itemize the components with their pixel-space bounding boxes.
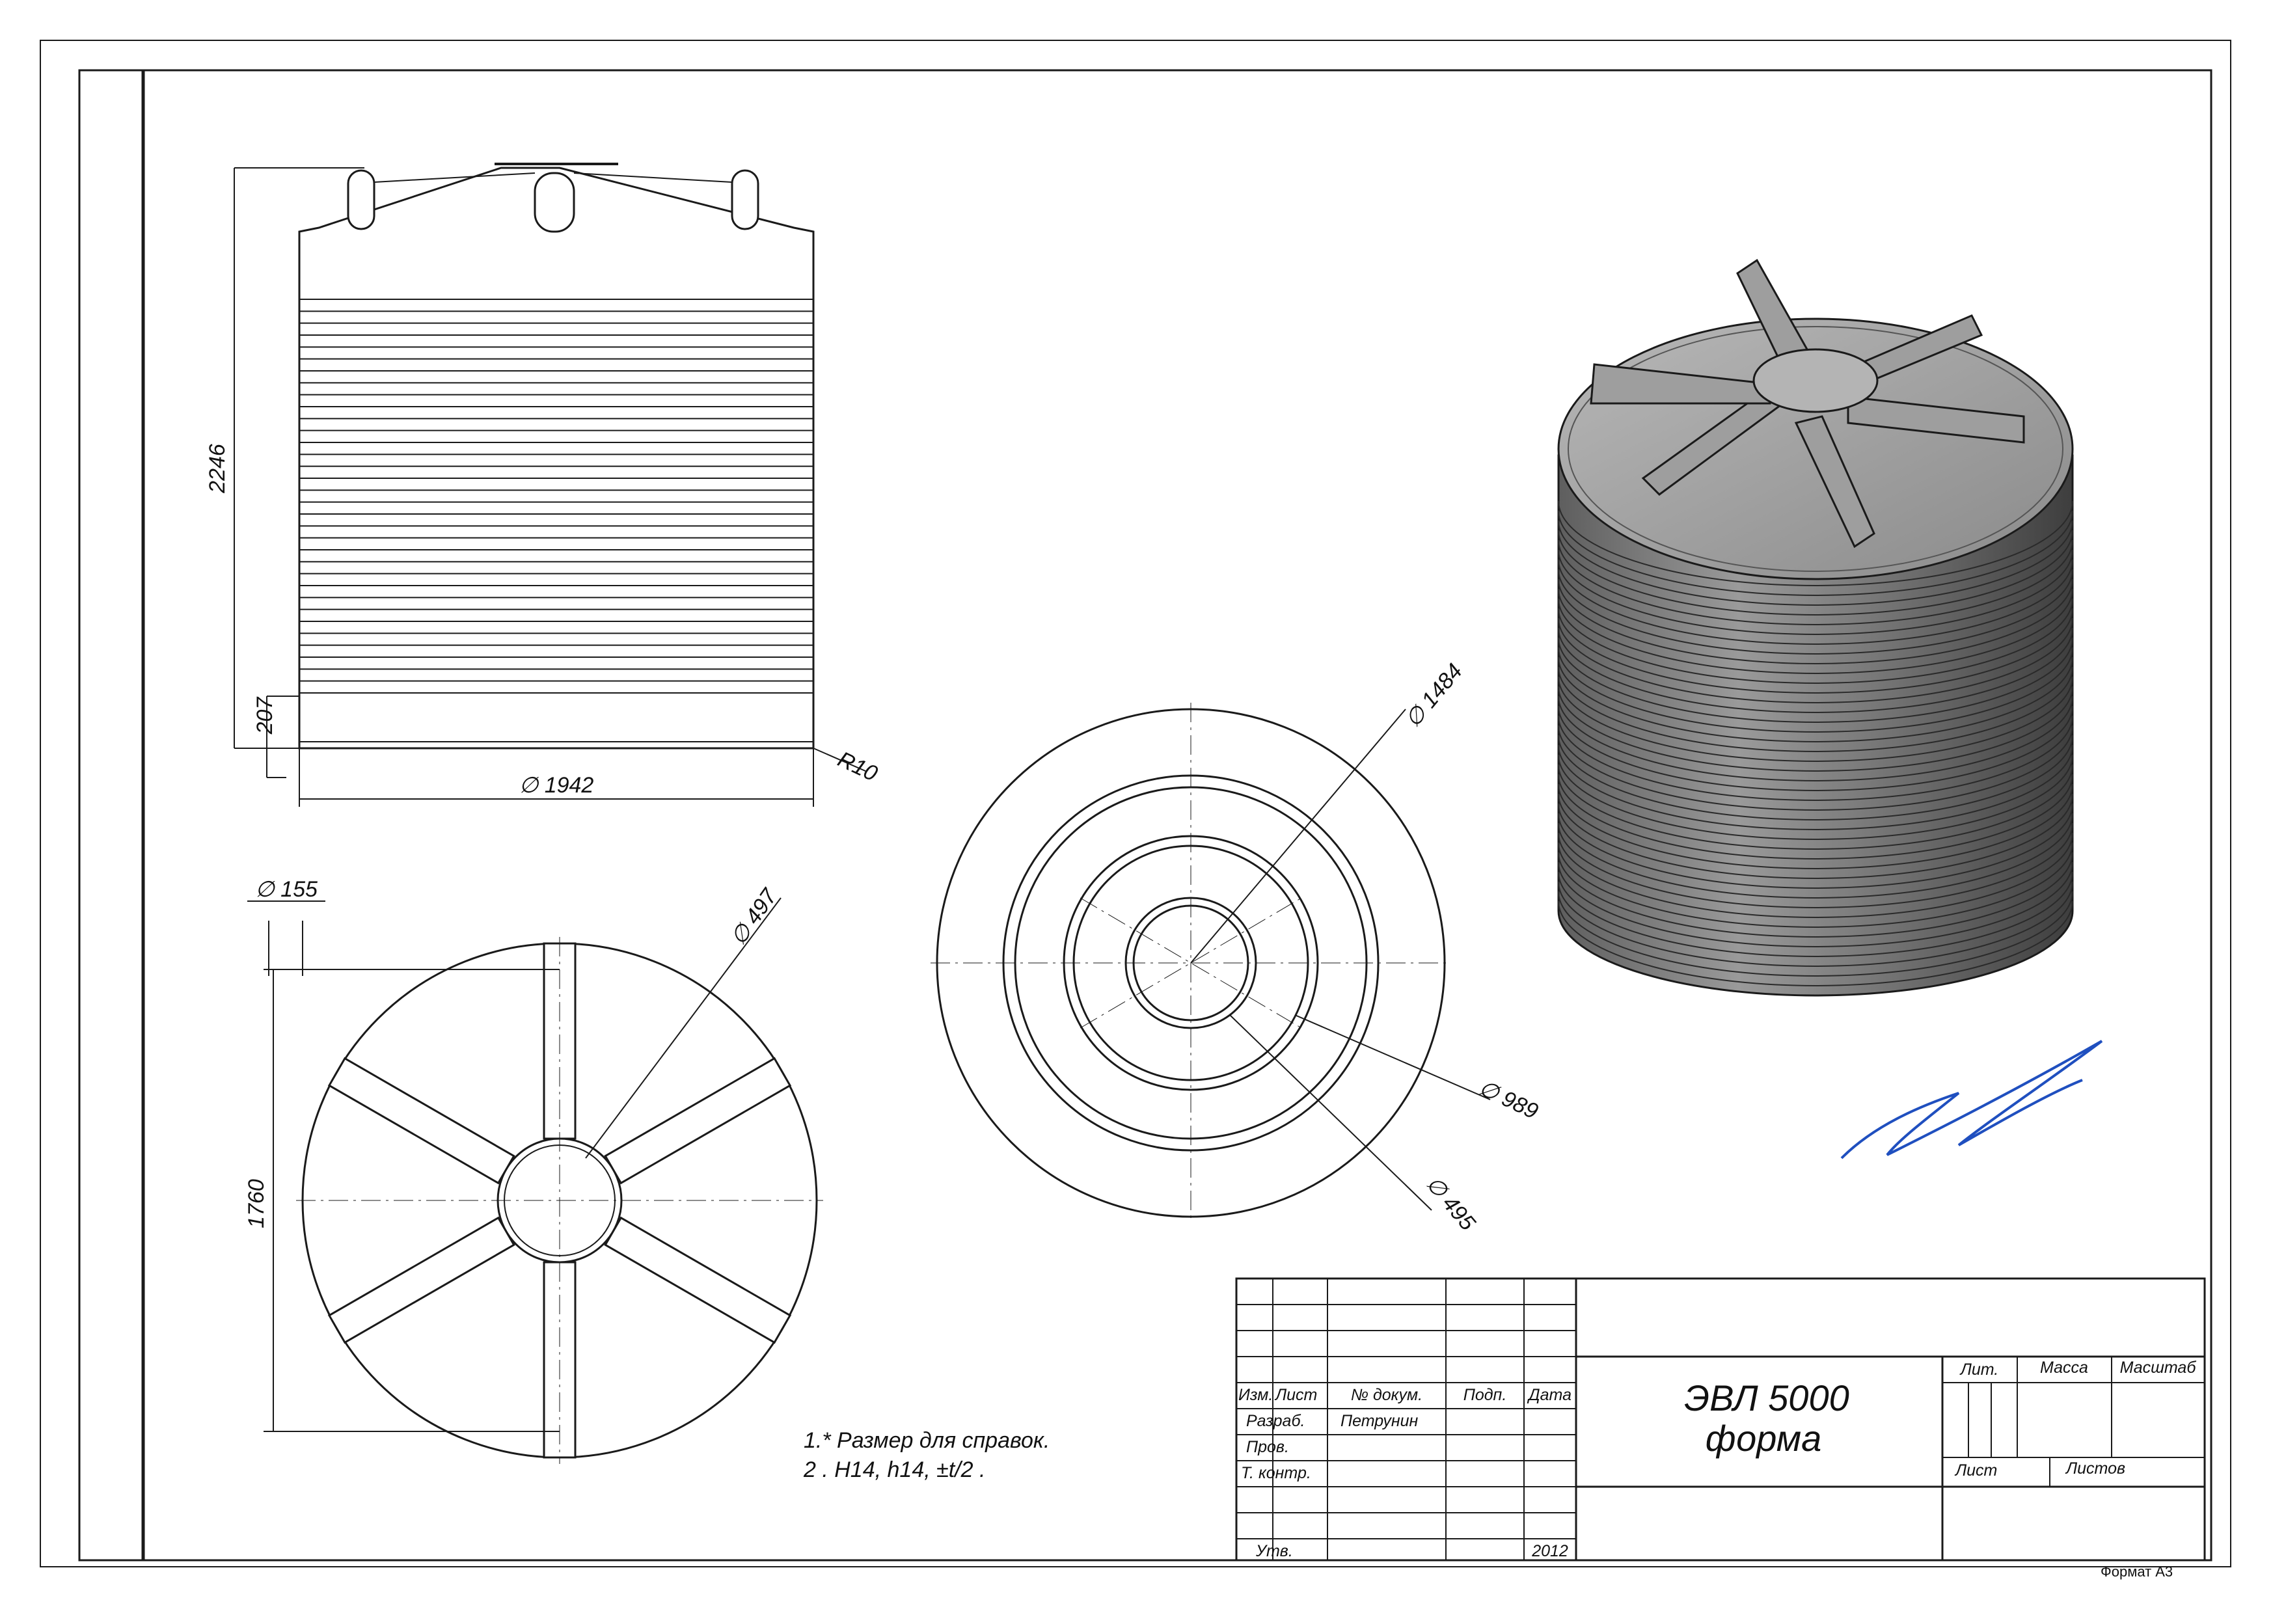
iso-rib bbox=[1558, 871, 2073, 957]
iso-rib bbox=[1558, 617, 2073, 703]
header-list: Лист bbox=[1274, 1386, 1317, 1404]
title-block-text: Изм. Лист № докум. Подп. Дата Разраб. Пе… bbox=[1238, 1359, 2196, 1560]
iso-rib bbox=[1558, 715, 2073, 801]
iso-rib bbox=[1558, 569, 2073, 655]
iso-rib bbox=[1558, 803, 2073, 889]
label-mass: Масса bbox=[2040, 1359, 2088, 1377]
lid-arm bbox=[327, 1216, 515, 1344]
format-label: Формат А3 bbox=[2101, 1563, 2173, 1580]
row-year: 2012 bbox=[1531, 1542, 1568, 1560]
row-developed: Разраб. bbox=[1246, 1412, 1305, 1430]
label-lit: Лит. bbox=[1959, 1360, 1999, 1379]
dim-diameter-handle: ∅ 155 bbox=[255, 877, 318, 902]
isometric-view bbox=[1557, 258, 2074, 997]
header-izm: Изм. bbox=[1238, 1386, 1273, 1404]
iso-rib bbox=[1558, 559, 2073, 645]
iso-rib bbox=[1558, 725, 2073, 811]
iso-rib bbox=[1558, 549, 2073, 635]
iso-rib bbox=[1558, 588, 2073, 674]
iso-rib bbox=[1558, 510, 2073, 596]
iso-rib bbox=[1558, 539, 2073, 625]
lid-arm bbox=[327, 1057, 515, 1185]
iso-rib bbox=[1558, 822, 2073, 908]
iso-rib bbox=[1558, 666, 2073, 752]
iso-rib bbox=[1558, 852, 2073, 938]
iso-rib bbox=[1558, 891, 2073, 977]
label-sheet: Лист bbox=[1954, 1461, 1997, 1480]
dim-diameter-hub: ∅ 497 bbox=[726, 884, 782, 949]
iso-rib bbox=[1558, 627, 2073, 713]
drawing-title-line-1: ЭВЛ 5000 bbox=[1684, 1377, 1849, 1418]
iso-rib bbox=[1558, 861, 2073, 947]
iso-rib bbox=[1558, 530, 2073, 616]
iso-rib bbox=[1558, 783, 2073, 869]
iso-rib bbox=[1558, 842, 2073, 928]
note-line-2: 2 . H14, h14, ±t/2 . bbox=[803, 1457, 986, 1482]
iso-rib bbox=[1558, 520, 2073, 606]
row-tech-control: Т. контр. bbox=[1241, 1464, 1311, 1482]
header-sign: Подп. bbox=[1463, 1386, 1507, 1404]
iso-rib bbox=[1558, 764, 2073, 850]
top-view-dimensions bbox=[247, 897, 782, 1432]
sheet-border bbox=[40, 40, 2231, 1567]
front-view-dimensions bbox=[234, 167, 866, 807]
bottom-view-dimensions bbox=[1190, 709, 1491, 1211]
front-view bbox=[298, 163, 815, 750]
iso-rib bbox=[1558, 578, 2073, 664]
drawing-title-line-2: форма bbox=[1706, 1418, 1822, 1459]
lid-arm bbox=[604, 1216, 792, 1344]
dim-diameter-outer: ∅ 1484 bbox=[1400, 659, 1467, 732]
header-date: Дата bbox=[1527, 1386, 1572, 1404]
iso-rib bbox=[1558, 637, 2073, 723]
iso-rib bbox=[1558, 598, 2073, 684]
dim-diameter-inner: ∅ 495 bbox=[1421, 1172, 1480, 1236]
iso-rib bbox=[1558, 696, 2073, 781]
iso-rib bbox=[1558, 656, 2073, 742]
iso-rib bbox=[1558, 647, 2073, 733]
iso-rib bbox=[1558, 832, 2073, 918]
header-doc-no: № докум. bbox=[1351, 1386, 1422, 1404]
label-sheets: Листов bbox=[2065, 1459, 2125, 1478]
title-block bbox=[1235, 1277, 2206, 1562]
iso-rib bbox=[1558, 744, 2073, 830]
iso-rib bbox=[1558, 686, 2073, 772]
label-scale: Масштаб bbox=[2120, 1359, 2197, 1377]
dim-diameter-body: ∅ 1942 bbox=[519, 773, 594, 798]
dim-diameter-mid: ∅ 989 bbox=[1475, 1076, 1542, 1124]
iso-rib bbox=[1558, 676, 2073, 762]
iso-rib bbox=[1558, 500, 2073, 586]
iso-rib bbox=[1558, 774, 2073, 859]
dim-radius: R10 bbox=[834, 747, 882, 787]
iso-rib bbox=[1558, 754, 2073, 840]
dim-height-top: 1760 bbox=[244, 1179, 269, 1228]
iso-rib bbox=[1558, 813, 2073, 899]
row-approved: Утв. bbox=[1255, 1542, 1293, 1560]
row-developer-name: Петрунин bbox=[1340, 1412, 1419, 1430]
iso-rib bbox=[1558, 705, 2073, 791]
dim-height-total: 2246 bbox=[205, 444, 230, 494]
iso-rib bbox=[1558, 735, 2073, 820]
top-view bbox=[296, 937, 823, 1464]
signature-icon bbox=[1840, 1040, 2103, 1159]
iso-rib bbox=[1558, 900, 2073, 986]
row-checked: Пров. bbox=[1246, 1438, 1289, 1456]
lid-arm bbox=[604, 1057, 792, 1185]
iso-rib bbox=[1558, 608, 2073, 694]
note-line-1: 1.* Размер для справок. bbox=[804, 1428, 1050, 1453]
dim-height-base: 207 bbox=[252, 697, 277, 735]
iso-rib bbox=[1558, 793, 2073, 879]
iso-rib bbox=[1558, 881, 2073, 967]
